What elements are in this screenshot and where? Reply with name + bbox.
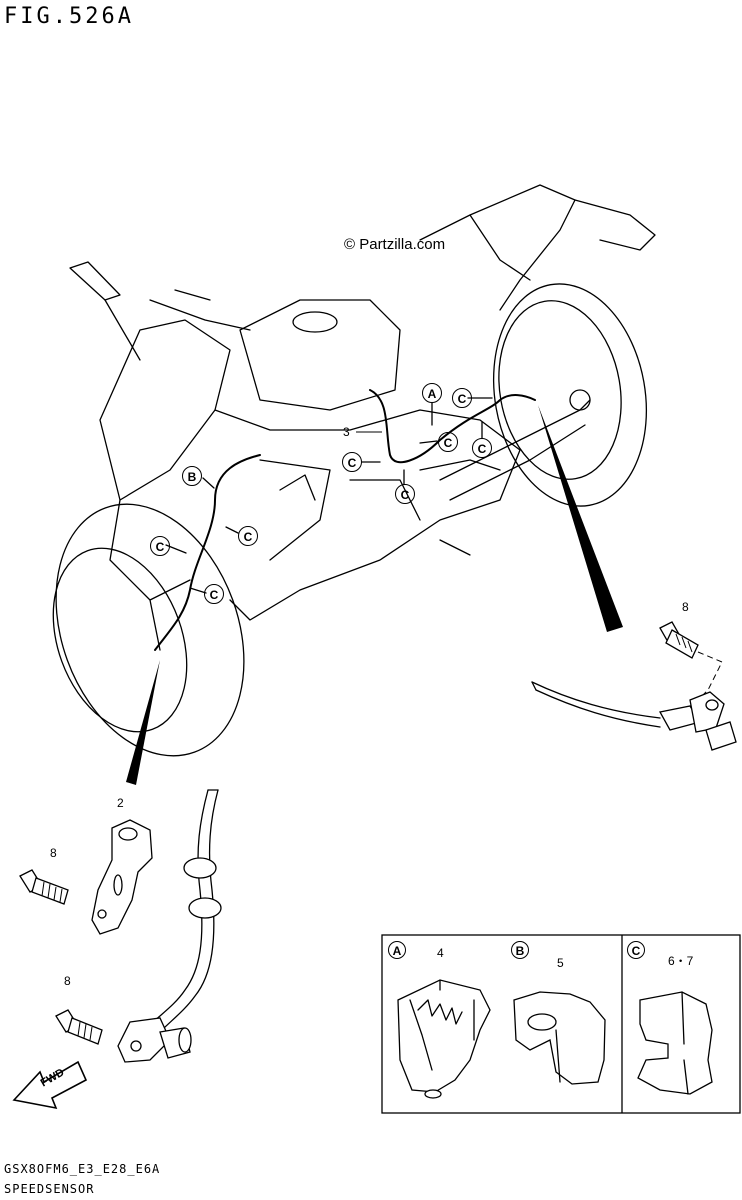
clamp-a-drawing	[397, 979, 491, 1099]
legend-marker-a: A	[388, 941, 406, 959]
figure-title: FIG.526A	[4, 4, 134, 29]
motorcycle-outline	[52, 184, 656, 757]
legend-part-5: 5	[557, 956, 564, 970]
footer-section-name: SPEEDSENSOR	[4, 1182, 95, 1196]
legend-marker-c: C	[627, 941, 645, 959]
rear-sensor-detail	[531, 621, 737, 751]
clamp-legend	[381, 934, 741, 1114]
clamp-arrows	[165, 397, 493, 594]
clamp-b-drawing	[513, 991, 606, 1085]
marker-c-2: C	[150, 536, 170, 556]
marker-c-3: C	[204, 584, 224, 604]
bolt-front-lower	[55, 1009, 103, 1045]
clamp-c-drawing	[637, 991, 713, 1095]
fwd-arrow	[12, 1060, 88, 1110]
callout-part-2: 2	[117, 796, 124, 810]
marker-c-8: C	[395, 484, 415, 504]
legend-part-4: 4	[437, 946, 444, 960]
leader-wedges	[126, 405, 623, 785]
callout-part-8-upper: 8	[50, 846, 57, 860]
marker-c-4: C	[452, 388, 472, 408]
bolt-rear	[659, 621, 723, 699]
footer-model-code: GSX8OFM6_E3_E28_E6A	[4, 1162, 161, 1176]
marker-c-5: C	[438, 432, 458, 452]
marker-c-7: C	[342, 452, 362, 472]
callout-part-8-rear: 8	[682, 600, 689, 614]
marker-b: B	[182, 466, 202, 486]
callout-part-8-lower: 8	[64, 974, 71, 988]
copyright-notice: © Partzilla.com	[344, 236, 446, 253]
bolt-front-upper	[19, 869, 69, 905]
marker-c-1: C	[238, 526, 258, 546]
legend-marker-b: B	[511, 941, 529, 959]
callout-part-3: 3	[343, 425, 350, 439]
bracket	[91, 819, 153, 935]
legend-part-6-7: 6・7	[668, 954, 694, 968]
marker-c-6: C	[472, 438, 492, 458]
front-sensor-detail	[19, 789, 222, 1063]
marker-a: A	[422, 383, 442, 403]
